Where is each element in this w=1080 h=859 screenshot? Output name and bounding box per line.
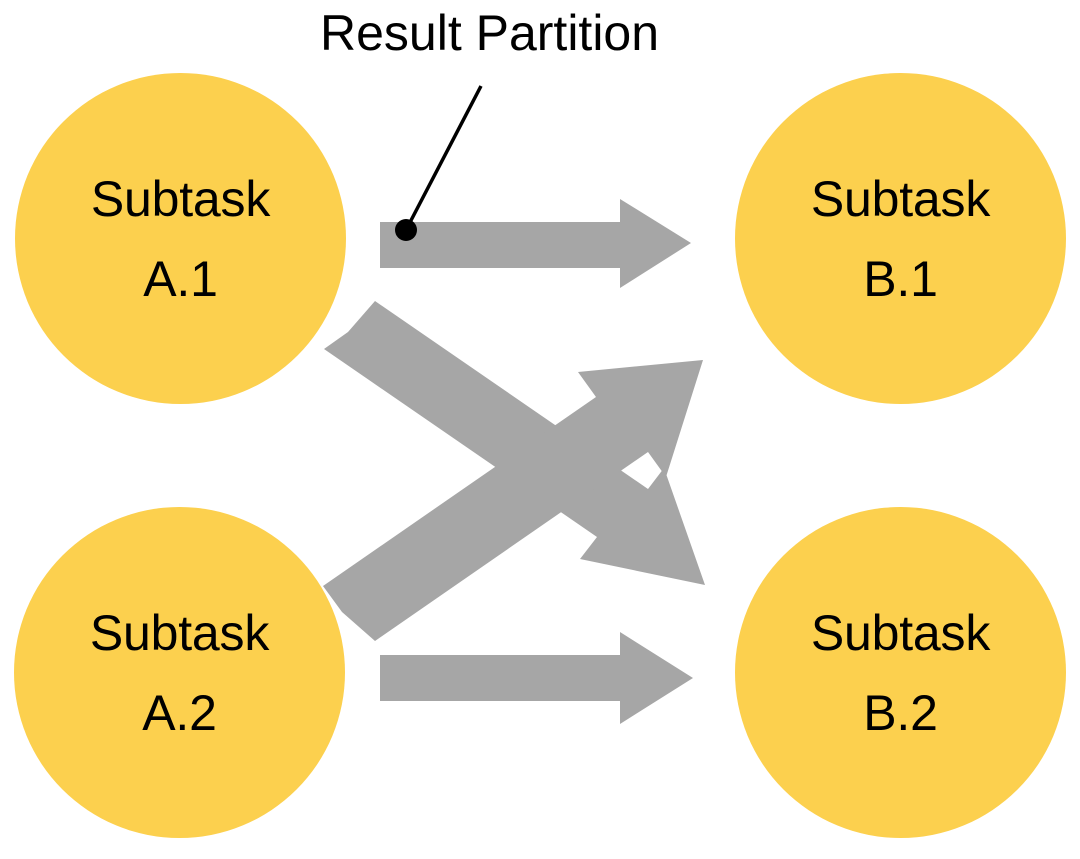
node-label-line2: A.2: [142, 684, 217, 741]
node-subtask-a1[interactable]: Subtask A.1: [15, 73, 346, 404]
arrow-a1-to-b1-icon[interactable]: [380, 199, 691, 288]
node-label-line1: Subtask: [810, 170, 991, 227]
node-label-line1: Subtask: [89, 604, 270, 661]
annotation-label-result-partition: Result Partition: [320, 5, 660, 61]
arrow-a1-to-b2-icon[interactable]: [324, 301, 705, 585]
annotation-anchor-dot-icon: [395, 219, 417, 241]
arrow-a2-to-b1-icon[interactable]: [323, 360, 703, 641]
node-subtask-a2[interactable]: Subtask A.2: [14, 507, 345, 838]
node-subtask-b1[interactable]: Subtask B.1: [735, 73, 1066, 404]
node-label-line1: Subtask: [810, 604, 991, 661]
node-label-line2: A.1: [143, 250, 218, 307]
node-label-line1: Subtask: [90, 170, 271, 227]
annotation-leader-line: [404, 85, 483, 231]
node-subtask-b2[interactable]: Subtask B.2: [735, 507, 1066, 838]
node-label-line2: B.2: [863, 684, 938, 741]
node-label-line2: B.1: [863, 250, 938, 307]
arrow-a2-to-b2-icon[interactable]: [380, 632, 693, 724]
